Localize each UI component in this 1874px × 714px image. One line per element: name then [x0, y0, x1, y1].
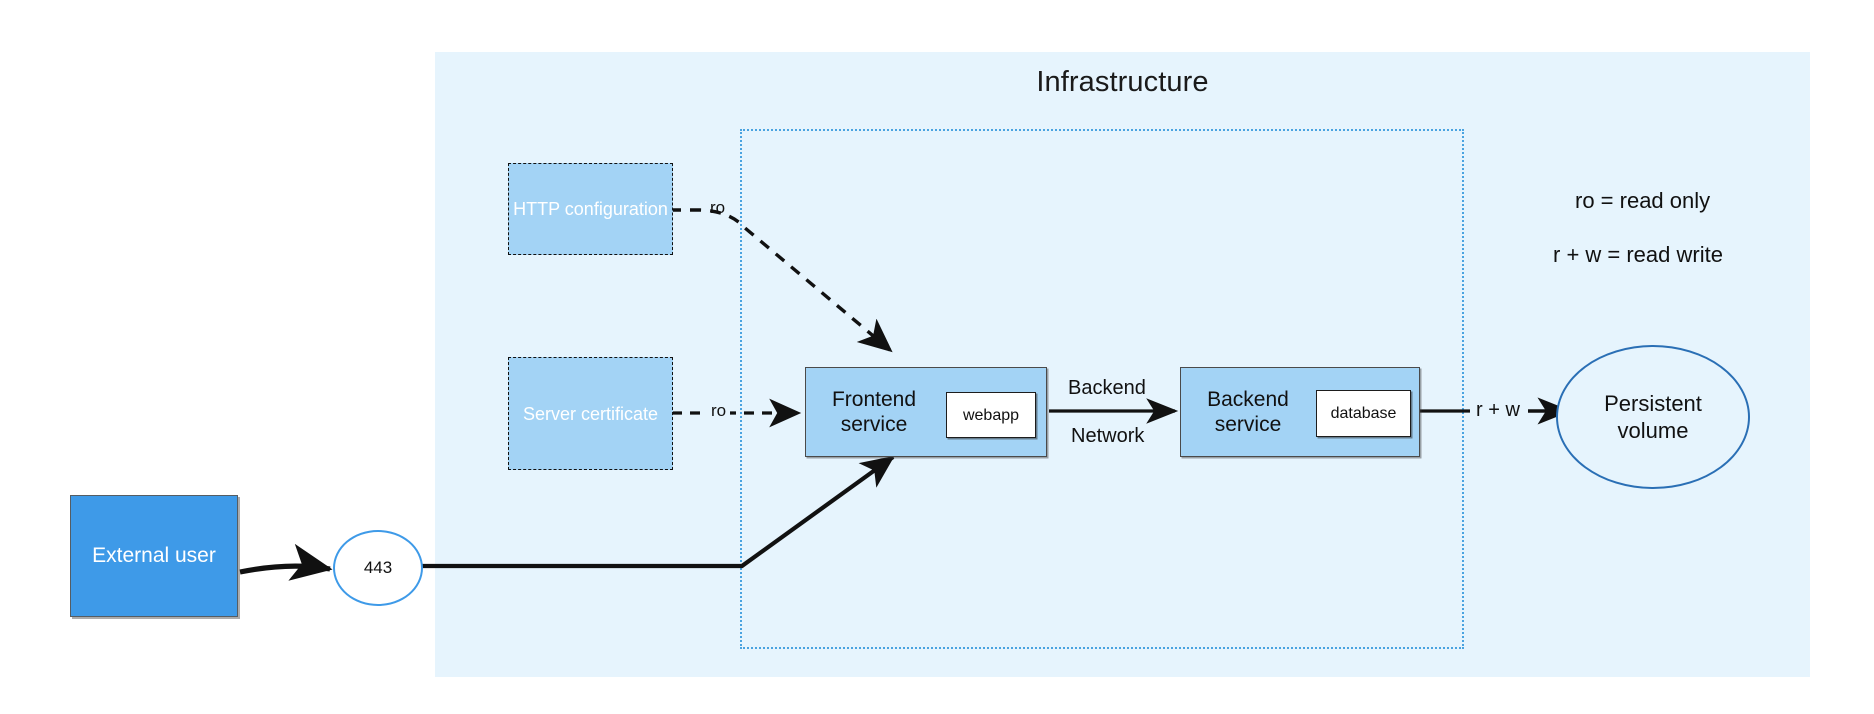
node-port-443[interactable]: 443	[333, 530, 423, 606]
container-webapp-label: webapp	[962, 406, 1020, 424]
edge-label-http-config-ro: ro	[710, 198, 726, 217]
node-port-443-label: 443	[363, 558, 393, 577]
edge-external-user-to-port	[239, 543, 333, 581]
node-persistent-volume-label: Persistent volume	[1558, 390, 1748, 444]
node-backend-service-label: Backend service	[1189, 387, 1307, 437]
network-boundary	[740, 129, 1464, 649]
container-database-label: database	[1330, 405, 1397, 422]
node-http-configuration[interactable]: HTTP configuration	[508, 163, 673, 255]
legend-read-only: ro = read only	[1575, 188, 1711, 213]
page-title: Infrastructure	[1036, 66, 1209, 98]
node-external-user-label: External user	[92, 544, 216, 567]
edge-label-backend-to-volume-rw: r + w	[1473, 399, 1523, 422]
node-server-certificate[interactable]: Server certificate	[508, 357, 673, 470]
node-backend-service[interactable]: Backend service database	[1180, 367, 1420, 457]
legend-read-write: r + w = read write	[1553, 242, 1723, 267]
node-persistent-volume[interactable]: Persistent volume	[1556, 345, 1750, 489]
node-server-certificate-label: Server certificate	[522, 403, 659, 424]
container-webapp[interactable]: webapp	[946, 392, 1036, 438]
container-database[interactable]: database	[1316, 390, 1411, 437]
node-persistent-volume-label-line1: Persistent	[1604, 391, 1702, 416]
node-frontend-service-label-line1: Frontend	[831, 388, 917, 411]
edge-label-server-cert-ro: ro	[707, 401, 731, 421]
node-frontend-service[interactable]: Frontend service webapp	[805, 367, 1047, 457]
node-persistent-volume-label-line2: volume	[1617, 418, 1689, 443]
node-frontend-service-label: Frontend service	[814, 387, 934, 437]
node-backend-service-label-line2: service	[1214, 413, 1282, 436]
edge-label-backend-network-top: Backend	[1068, 377, 1146, 399]
node-http-configuration-label: HTTP configuration	[513, 199, 668, 219]
edge-label-backend-network-bottom: Network	[1071, 425, 1145, 447]
node-frontend-service-label-line2: service	[840, 413, 908, 436]
node-backend-service-label-line1: Backend	[1207, 388, 1289, 411]
node-external-user[interactable]: External user	[70, 495, 238, 617]
